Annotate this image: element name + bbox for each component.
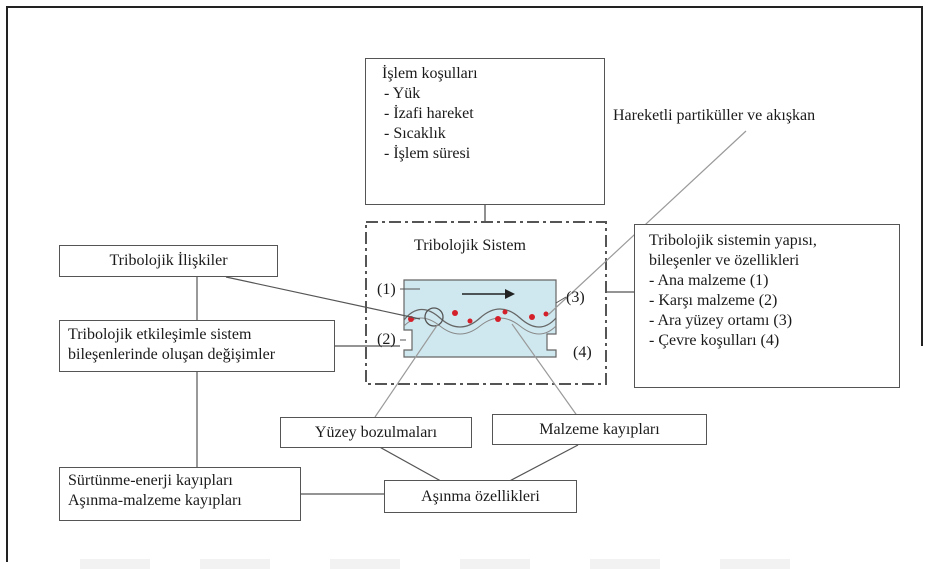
structure-item: - Karşı malzeme (2): [649, 292, 778, 309]
structure-item: - Ara yüzey ortamı (3): [649, 312, 793, 329]
connector-particles: [547, 130, 747, 316]
particle: [495, 316, 501, 322]
connector-surface-damage: [374, 323, 439, 418]
contact-circle: [424, 307, 444, 327]
frame-right-border: [921, 6, 923, 346]
particle: [543, 311, 549, 317]
material-loss-label: Malzeme kayıpları: [539, 420, 660, 438]
tribological-relations-box: Tribolojik İlişkiler: [59, 245, 278, 277]
wear-properties-box: Aşınma özellikleri: [384, 480, 577, 513]
connector-relations: [225, 276, 421, 320]
connector-loss-wear: [501, 444, 579, 486]
losses-box: Sürtünme-enerji kayıpları Aşınma-malzeme…: [59, 467, 301, 521]
system-structure-box: Tribolojik sistemin yapısı, bileşenler v…: [634, 224, 900, 388]
structure-line-1: Tribolojik sistemin yapısı,: [649, 232, 817, 249]
bottom-band: [330, 559, 400, 569]
conditions-item: - Sıcaklık: [384, 125, 446, 142]
structure-item: - Ana malzeme (1): [649, 272, 769, 289]
changes-line-1: Tribolojik etkileşimle sistem: [68, 326, 252, 343]
bottom-band: [590, 559, 660, 569]
marker-2: (2): [377, 331, 396, 348]
motion-arrowhead: [505, 289, 515, 299]
system-title: Tribolojik Sistem: [414, 237, 526, 254]
system-boundary: [365, 221, 607, 385]
bottom-band: [80, 559, 150, 569]
conditions-title: İşlem koşulları: [382, 65, 478, 82]
structure-line-2: bileşenler ve özellikleri: [649, 252, 800, 269]
bottom-band: [720, 559, 790, 569]
interface-wave: [403, 308, 557, 328]
losses-line-2: Aşınma-malzeme kayıpları: [68, 492, 242, 509]
structure-item: - Çevre koşulları (4): [649, 332, 780, 349]
marker-1: (1): [377, 281, 396, 298]
connector-damage-wear: [375, 444, 449, 486]
relations-label: Tribolojik İlişkiler: [109, 252, 228, 269]
losses-line-1: Sürtünme-enerji kayıpları: [68, 472, 233, 489]
particle: [529, 314, 535, 320]
wear-properties-label: Aşınma özellikleri: [421, 487, 540, 505]
material-loss-box: Malzeme kayıpları: [492, 414, 707, 445]
marker-3-leader: [555, 296, 567, 304]
conditions-item: - İşlem süresi: [384, 145, 471, 162]
operating-conditions-box: İşlem koşulları - Yük - İzafi hareket - …: [365, 58, 605, 205]
particle: [467, 318, 473, 324]
changes-line-2: bileşenlerinde oluşan değişimler: [68, 346, 276, 363]
bottom-band: [460, 559, 530, 569]
particle: [452, 310, 458, 316]
conditions-item: - Yük: [384, 85, 421, 102]
marker-4: (4): [573, 344, 592, 361]
interface-wave-lower: [403, 317, 557, 335]
bottom-band: [200, 559, 270, 569]
surface-damage-label: Yüzey bozulmaları: [314, 423, 438, 441]
connector-material-loss: [511, 323, 579, 418]
marker-3: (3): [566, 289, 585, 306]
conditions-item: - İzafi hareket: [384, 105, 474, 122]
surface-damage-box: Yüzey bozulmaları: [280, 417, 472, 448]
moving-particles-label: Hareketli partiküller ve akışkan: [613, 107, 816, 124]
system-changes-box: Tribolojik etkileşimle sistem bileşenler…: [59, 320, 335, 372]
particle: [502, 309, 508, 315]
frame-top-border: [6, 6, 923, 8]
frame-left-border: [6, 6, 8, 562]
